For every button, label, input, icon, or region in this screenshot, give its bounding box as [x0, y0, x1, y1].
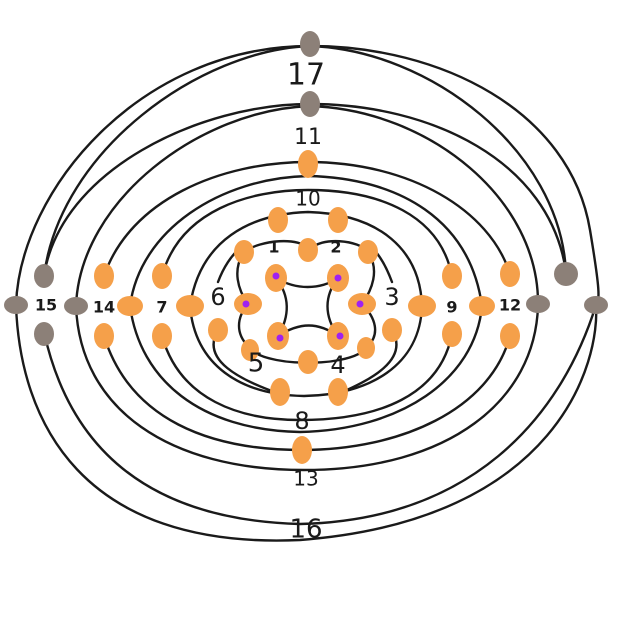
orange-node-6-left — [208, 318, 228, 342]
orange-node-7-bottom — [152, 323, 172, 349]
label-3: 3 — [384, 283, 399, 311]
orange-node-10-left — [268, 207, 288, 233]
strand-loop-11-inner — [42, 303, 598, 526]
label-16: 16 — [289, 515, 322, 545]
label-8: 8 — [294, 407, 309, 435]
orange-node-8-right — [328, 378, 348, 406]
orange-node-8-center — [298, 350, 318, 374]
label-14: 14 — [93, 298, 115, 317]
gray-node-16-b — [526, 295, 550, 313]
orange-node-2-top-right — [358, 240, 378, 264]
label-12: 12 — [499, 296, 521, 315]
orange-node-9-mid — [408, 295, 436, 317]
gray-node-15-b — [4, 296, 28, 314]
orange-node-5-bottom — [241, 339, 259, 361]
purple-dot-1 — [272, 272, 280, 280]
orange-node-1-top-left — [234, 240, 254, 264]
orange-node-10-right — [328, 207, 348, 233]
gray-node-17-bottom — [300, 91, 320, 117]
orange-node-13 — [292, 436, 312, 464]
gray-node-15-c — [64, 297, 88, 315]
orange-node-7-top — [152, 263, 172, 289]
label-10: 10 — [295, 187, 320, 211]
orange-node-9-bottom — [442, 321, 462, 347]
label-7: 7 — [156, 298, 167, 317]
strand-ring-7-12 — [160, 188, 454, 422]
orange-node-9-top — [442, 263, 462, 289]
label-11: 11 — [294, 125, 322, 150]
purple-dot-2 — [334, 274, 342, 282]
label-group: 17 11 10 1 2 6 3 5 4 8 13 16 15 14 7 9 1… — [35, 58, 521, 545]
orange-node-7-mid — [176, 295, 204, 317]
orange-crossings — [94, 150, 520, 464]
purple-dot-3 — [356, 300, 364, 308]
strand-outer-loop — [14, 44, 600, 542]
purple-dot-6 — [242, 300, 250, 308]
label-5: 5 — [248, 349, 265, 379]
strand-loop-17-15 — [42, 44, 568, 278]
purple-dot-5 — [276, 334, 284, 342]
label-1: 1 — [268, 238, 279, 257]
gray-node-16-c — [584, 296, 608, 314]
orange-node-14-top — [94, 263, 114, 289]
orange-node-11 — [298, 150, 318, 178]
gray-node-16-a — [554, 262, 578, 286]
label-13: 13 — [293, 467, 318, 491]
label-2: 2 — [330, 238, 341, 257]
gray-node-17-top — [300, 31, 320, 57]
label-9: 9 — [446, 298, 457, 317]
gray-node-15-d — [34, 322, 54, 346]
orange-node-12-top — [500, 261, 520, 287]
orange-node-8-left — [270, 378, 290, 406]
gray-node-15-a — [34, 264, 54, 288]
orange-node-14-bottom — [94, 323, 114, 349]
label-6: 6 — [210, 283, 225, 311]
orange-node-12-bottom — [500, 323, 520, 349]
purple-dots — [242, 272, 364, 342]
label-15: 15 — [35, 296, 57, 315]
label-4: 4 — [330, 351, 345, 379]
purple-dot-4 — [336, 332, 344, 340]
gray-crossings — [4, 31, 608, 346]
orange-node-1-top — [298, 238, 318, 262]
orange-node-4-bottom — [357, 337, 375, 359]
orange-node-14-mid — [117, 296, 143, 316]
strand-diamond-inner — [274, 276, 340, 338]
label-17: 17 — [287, 58, 325, 93]
orange-node-12-mid — [469, 296, 495, 316]
orange-node-3-right — [382, 318, 402, 342]
